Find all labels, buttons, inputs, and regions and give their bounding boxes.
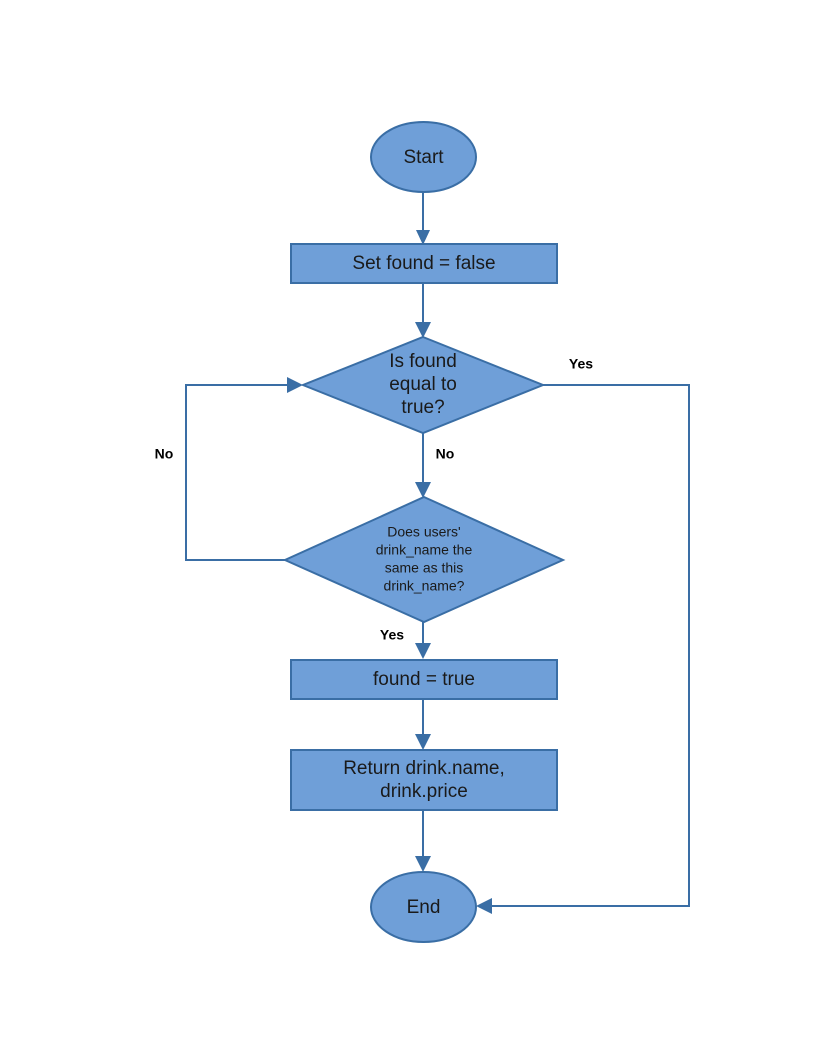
node-start-label: Start — [403, 147, 444, 168]
edge-label-decision1-no: No — [436, 446, 455, 462]
edge-label-decision1-yes: Yes — [569, 356, 593, 372]
edge-decision2-yes-to-found-true — [415, 622, 431, 659]
node-set-found-false-label: Set found = false — [352, 253, 495, 274]
edge-label-decision2-yes: Yes — [380, 627, 404, 643]
edge-found-true-to-return — [415, 699, 431, 750]
node-return-drink-line-1: Return drink.name, — [343, 758, 505, 779]
edge-start-to-set-found — [416, 192, 430, 245]
edge-decision1-yes-to-end — [476, 384, 690, 914]
node-decision-is-found-true-line-2: equal to — [389, 374, 457, 395]
node-decision-drink-name-match-line-1: Does users' — [387, 524, 460, 540]
edge-set-found-to-decision1 — [415, 283, 431, 338]
node-decision-drink-name-match[interactable]: Does users' drink_name the same as this … — [282, 495, 566, 624]
node-return-drink[interactable]: Return drink.name, drink.price — [290, 749, 558, 811]
edge-return-to-end — [415, 810, 431, 872]
node-decision-is-found-true[interactable]: Is found equal to true? — [300, 335, 546, 435]
node-end[interactable]: End — [370, 871, 477, 943]
edge-decision1-no-to-decision2 — [415, 433, 431, 498]
node-end-label: End — [407, 897, 441, 918]
node-decision-drink-name-match-line-2: drink_name the — [376, 542, 473, 558]
node-set-found-false[interactable]: Set found = false — [290, 243, 558, 284]
node-return-drink-line-2: drink.price — [380, 781, 468, 802]
node-decision-is-found-true-line-3: true? — [401, 397, 444, 418]
node-found-true[interactable]: found = true — [290, 659, 558, 700]
node-found-true-label: found = true — [373, 669, 475, 690]
edge-label-decision2-no: No — [155, 446, 174, 462]
node-start[interactable]: Start — [370, 121, 477, 193]
edge-decision2-no-loopback — [185, 377, 303, 561]
node-decision-is-found-true-line-1: Is found — [389, 351, 457, 372]
node-decision-drink-name-match-line-3: same as this — [385, 560, 464, 576]
node-decision-drink-name-match-line-4: drink_name? — [384, 578, 465, 594]
